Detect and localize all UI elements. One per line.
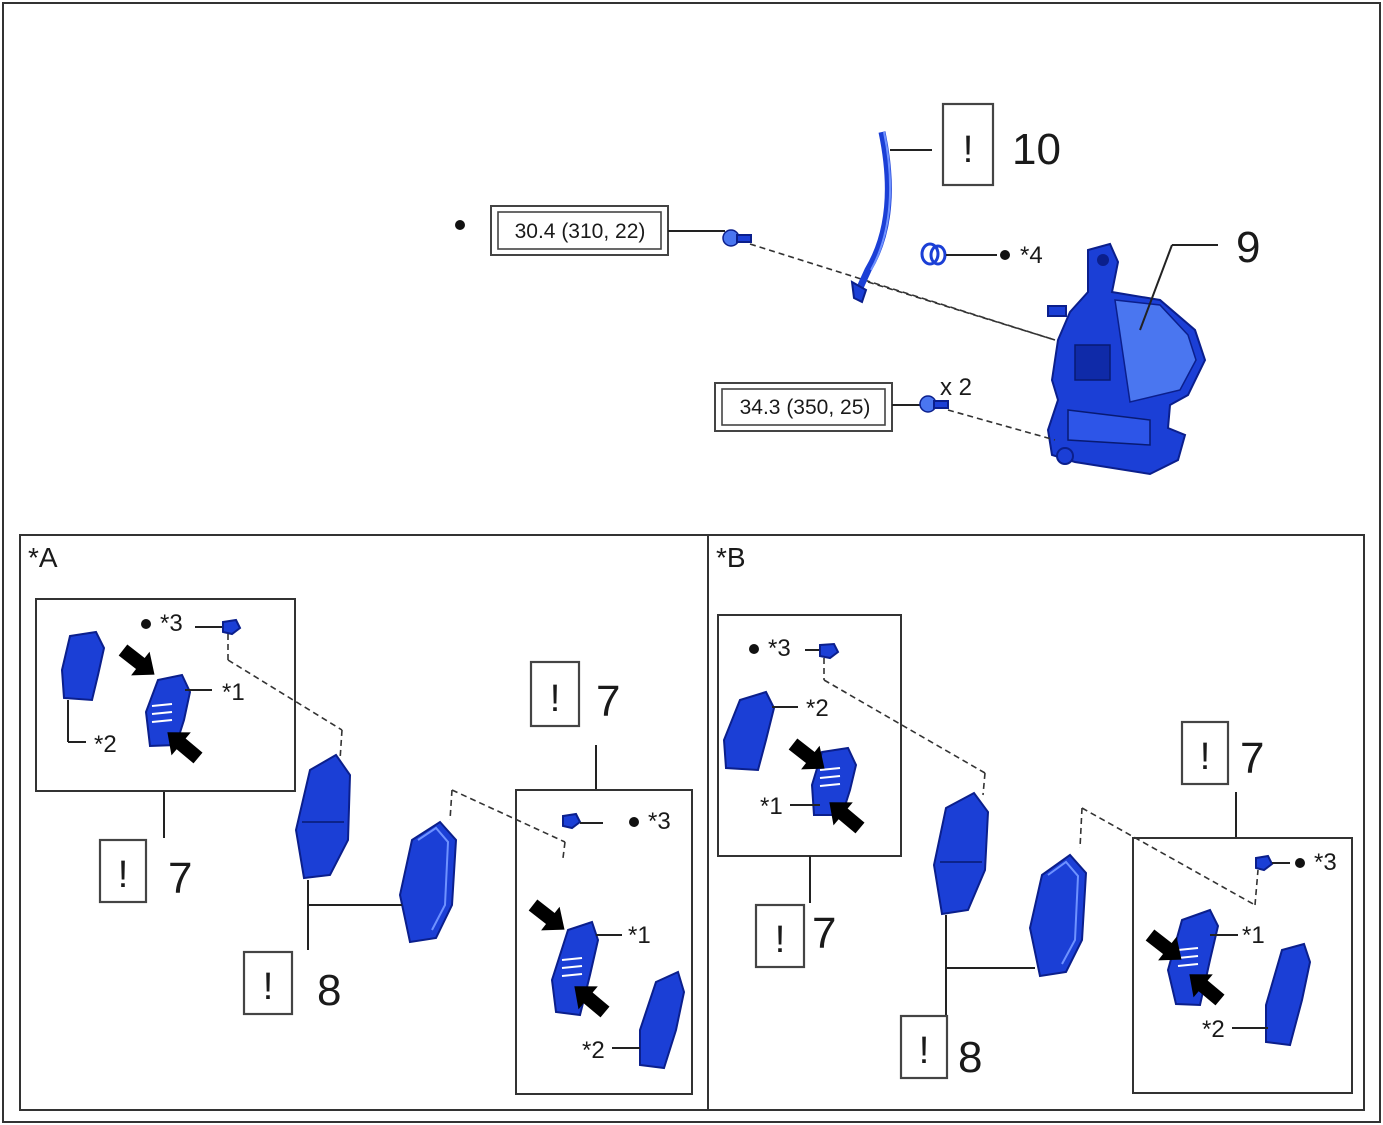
label-star-1: *1 [760,793,783,820]
label-star-2: *2 [806,695,829,722]
label-star-2: *2 [94,731,117,758]
caution-box-icon [941,102,995,187]
caution-mark: ! [263,966,274,1008]
bullet-dot-icon [749,644,759,654]
caution-mark: ! [550,678,561,720]
torque-value-1: 30.4 (310, 22) [515,220,646,243]
panel-a: *A *3 *2 *1 ! 7 ! [19,534,709,1111]
brake-pad-outer [1028,853,1088,978]
caution-mark: ! [775,919,786,961]
torque-box-2-inner [721,388,886,426]
brake-caliper [1046,242,1207,476]
caution-box-icon [754,903,806,969]
bullet-dot-icon [141,619,151,629]
shim-icon [639,970,686,1070]
top-assembly: 30.4 (310, 22) ! 10 *4 [455,102,1260,476]
panel-b: *B *3 *2 *1 ! 7 ! 8 [707,534,1365,1111]
shim-icon [722,690,776,772]
shim-icon [1265,942,1312,1047]
label-star-3: *3 [160,610,183,637]
detail-box-a2 [515,789,693,1095]
label-star-3: *3 [768,635,791,662]
callout-7: 7 [1240,734,1264,783]
panel-a-frame [19,534,709,1111]
panel-a-title: *A [28,542,58,573]
flex-hose [854,131,892,294]
callout-7: 7 [596,677,620,726]
label-star-2: *2 [1202,1016,1225,1043]
clip-icon [222,618,242,636]
torque-box-1-inner [497,211,662,250]
brake-pad-inner [932,791,990,916]
quantity-label: x 2 [940,374,972,401]
bullet-dot-icon [1000,250,1010,260]
caution-box-icon [1180,720,1230,786]
callout-10: 10 [1012,125,1061,174]
label-star-1: *1 [222,679,245,706]
bolt-icon [722,229,752,247]
panel-b-title: *B [716,542,746,573]
callout-7: 7 [812,909,836,958]
label-star-3: *3 [648,808,671,835]
detail-box-a1 [35,598,296,792]
black-arrow-icon [113,638,164,687]
label-star-1: *1 [1242,922,1265,949]
caution-box-icon [899,1014,949,1080]
caution-mark: ! [919,1030,930,1072]
clip-icon [1255,854,1274,872]
shim-icon [60,630,106,702]
bolt-icon [919,395,949,413]
clip-icon [562,812,582,830]
callout-8: 8 [958,1033,982,1082]
label-star-3: *3 [1314,849,1337,876]
callout-8: 8 [317,966,341,1015]
detail-box-b2 [1132,837,1353,1094]
caution-box-icon [242,950,294,1016]
caution-mark: ! [963,129,974,171]
caution-mark: ! [1200,736,1211,778]
clip-icon [819,642,840,660]
bullet-dot-icon [629,817,639,827]
bullet-dot-icon [455,220,465,230]
brake-pad-inner [294,753,352,880]
label-star-4: *4 [1020,242,1043,269]
caution-box-icon [529,660,581,728]
label-star-2: *2 [582,1037,605,1064]
callout-7: 7 [168,854,192,903]
washer-icon [920,242,947,266]
bullet-dot-icon [1295,858,1305,868]
panel-b-frame [707,534,1365,1111]
caution-box-icon [98,838,148,904]
callout-9: 9 [1236,223,1260,272]
torque-value-2: 34.3 (350, 25) [740,396,871,419]
caution-mark: ! [118,854,129,896]
label-star-1: *1 [628,922,651,949]
